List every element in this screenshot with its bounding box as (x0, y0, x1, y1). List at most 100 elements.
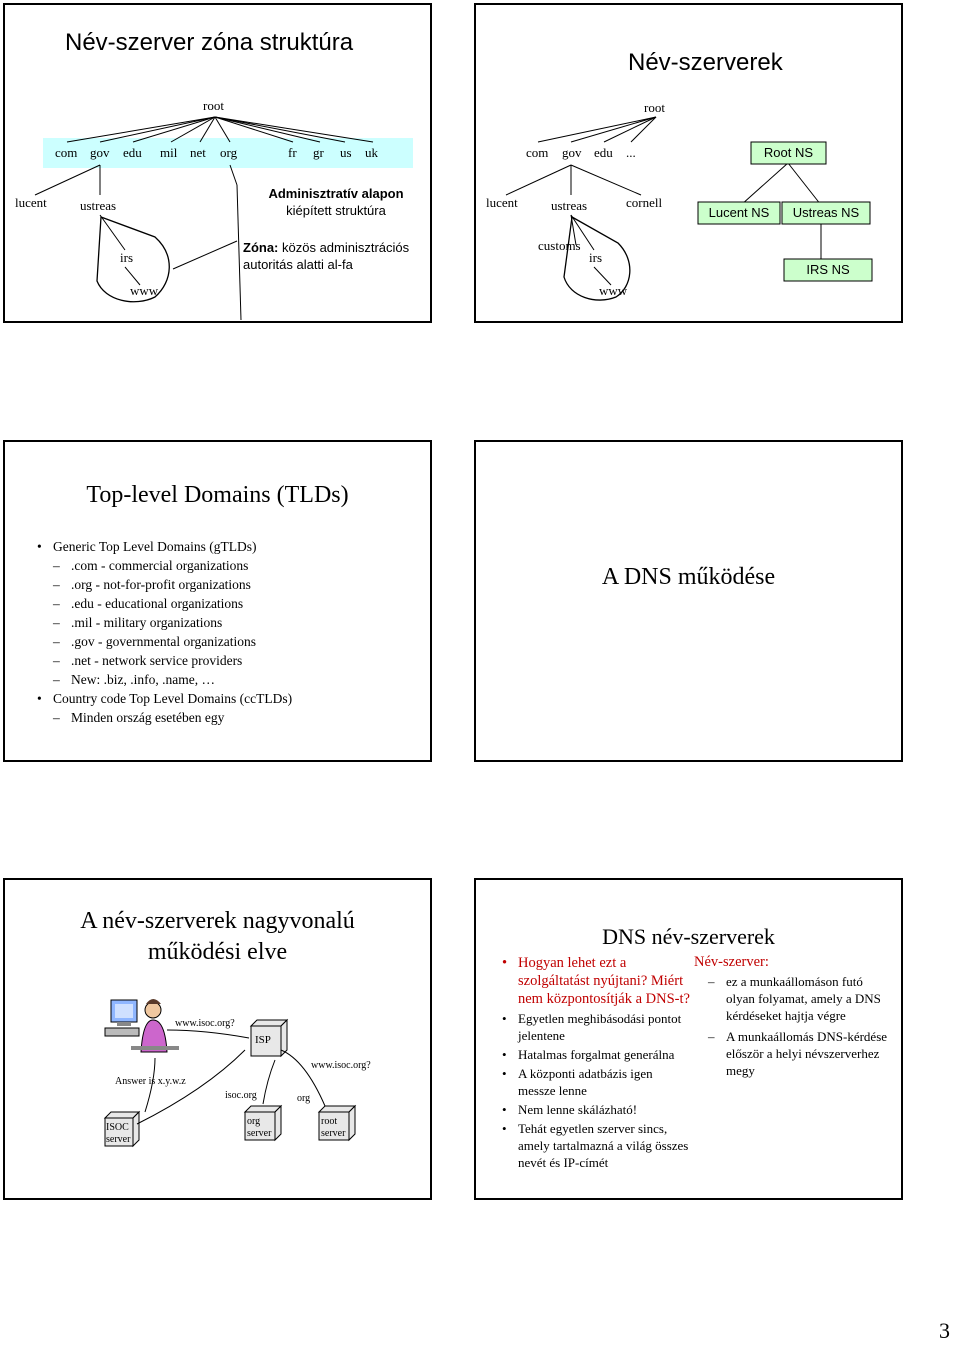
irs-ns-label: IRS NS (806, 262, 850, 277)
tld-uk: uk (365, 145, 378, 160)
lucent-ns-box (697, 201, 781, 225)
admin-note-bold: Adminisztratív alapon (268, 186, 404, 201)
tld-gov: gov (562, 145, 582, 160)
slide-title: Top-level Domains (TLDs) (86, 482, 349, 508)
isp-label: ISP (255, 1034, 271, 1046)
root-query-arrow (280, 1049, 326, 1107)
user-icon (131, 999, 179, 1053)
node-irs: irs (120, 250, 133, 265)
isoc-server-icon (103, 1110, 141, 1148)
slide-zone-structure: Név-szerver zóna struktúra root com gov … (3, 3, 432, 323)
left-bullet-list: Hogyan lehet ezt a szolgáltatást nyújtan… (502, 954, 692, 1173)
bullet-item: Country code Top Level Domains (ccTLDs) (37, 689, 292, 708)
tld-gr: gr (313, 145, 324, 160)
admin-note: Adminisztratív alapon kiépített struktúr… (241, 185, 430, 219)
bullet-item: .net - network service providers (37, 651, 292, 670)
tld-ellipsis: ... (626, 145, 636, 160)
org-server-icon (243, 1104, 283, 1142)
node-ustreas: ustreas (551, 198, 588, 213)
query-label-1: www.isoc.org? (175, 1018, 235, 1029)
node-lucent: lucent (486, 195, 518, 210)
zone-tree-lines (34, 116, 413, 321)
slide-ns-principle: A név-szerverek nagyvonalú működési elve (3, 878, 432, 1200)
zone-outline (96, 216, 170, 303)
dns-query-diagram (103, 999, 357, 1148)
slide-title: Név-szerverek (628, 49, 783, 76)
bullet-item: .mil - military organizations (37, 613, 292, 632)
computer-icon (104, 999, 140, 1037)
bullet-item: .edu - educational organizations (37, 594, 292, 613)
root-server-line1: root (321, 1116, 338, 1127)
bullet-item: A központi adatbázis igen messze lenne (502, 1065, 692, 1099)
ustreas-ns-box (781, 201, 871, 225)
node-lucent: lucent (15, 195, 47, 210)
zone-note-bold: Zóna: (243, 240, 279, 255)
bullet-item: Generic Top Level Domains (gTLDs) (37, 537, 292, 556)
org-query-arrow (262, 1059, 276, 1105)
bullet-item: Hatalmas forgalmat generálna (502, 1046, 692, 1063)
bullet-item: .com - commercial organizations (37, 556, 292, 575)
isp-box-icon (249, 1018, 289, 1058)
slide-name-servers: Név-szerverek root com gov edu ... lucen… (474, 3, 903, 323)
bullet-item: Nem lenne skálázható! (502, 1101, 692, 1118)
right-heading: Név-szerver: (694, 954, 769, 970)
tld-bullet-list: Generic Top Level Domains (gTLDs) .com -… (37, 537, 292, 727)
bullet-item: Egyetlen meghibásodási pontot jelentene (502, 1010, 692, 1044)
org-server-line1: org (247, 1116, 261, 1127)
tld-org: org (220, 145, 238, 160)
root-server-label: root server (321, 1116, 345, 1140)
zone-note: Zóna: közös adminisztrációs autoritás al… (243, 239, 409, 273)
slide-dns-operation: A DNS működése (474, 440, 903, 762)
page-number: 3 (939, 1318, 950, 1343)
slide-title: Név-szerver zóna struktúra (65, 29, 354, 56)
answer-arrow (144, 1057, 156, 1113)
ns-zone-outline (563, 215, 631, 301)
right-bullet-list: Név-szerver: ez a munkaállomáson futó ol… (694, 954, 894, 1083)
answer-label: Answer is x.y.w.z (115, 1076, 186, 1087)
query-arrow (166, 1029, 250, 1039)
root-ns-label: Root NS (763, 145, 814, 160)
node-cornell: cornell (626, 195, 663, 210)
org-server-line2: server (247, 1128, 272, 1139)
isoc-server-line1: ISOC (106, 1122, 129, 1133)
node-www: www (130, 283, 159, 298)
slide-title: A DNS működése (601, 564, 776, 590)
node-ustreas: ustreas (80, 198, 117, 213)
zone-note-rest1: közös adminisztrációs (278, 240, 410, 255)
org-label: org (297, 1093, 311, 1104)
tld-com: com (55, 145, 78, 160)
root-server-icon (317, 1104, 357, 1142)
root-label: root (644, 100, 665, 115)
admin-note-rest: kiépített struktúra (286, 203, 386, 218)
root-server-line2: server (321, 1128, 346, 1139)
node-customs: customs (538, 238, 581, 253)
slide-tlds: Top-level Domains (TLDs) Generic Top Lev… (3, 440, 432, 762)
tld-gov: gov (90, 145, 110, 160)
root-ns-box (750, 141, 827, 165)
slide-title: DNS név-szerverek (602, 924, 775, 949)
isoc-server-label: ISOC server (106, 1122, 130, 1146)
tld-edu: edu (594, 145, 613, 160)
bullet-item: Minden ország esetében egy (37, 708, 292, 727)
node-www: www (599, 283, 628, 298)
bullet-item: .gov - governmental organizations (37, 632, 292, 651)
org-server-label: org server (247, 1116, 271, 1140)
tld-mil: mil (160, 145, 178, 160)
tld-com: com (526, 145, 549, 160)
tld-net: net (190, 145, 206, 160)
root-label: root (203, 98, 224, 113)
bullet-item: New: .biz, .info, .name, … (37, 670, 292, 689)
tld-us: us (340, 145, 352, 160)
slide-title: A név-szerverek nagyvonalú működési elve (5, 906, 430, 968)
sub-bullet-item: A munkaállomás DNS-kérdése először a hel… (694, 1028, 894, 1079)
zone-note-rest2: autoritás alatti al-fa (243, 257, 353, 272)
node-irs: irs (589, 250, 602, 265)
irs-ns-box (783, 258, 873, 282)
slide-dns-name-servers: DNS név-szerverek Hogyan lehet ezt a szo… (474, 878, 903, 1200)
lucent-ns-label: Lucent NS (708, 205, 770, 220)
ustreas-ns-label: Ustreas NS (792, 205, 860, 220)
bullet-item: Tehát egyetlen szerver sincs, amely tart… (502, 1120, 692, 1171)
bullet-item: Hogyan lehet ezt a szolgáltatást nyújtan… (502, 954, 692, 1008)
tld-edu: edu (123, 145, 142, 160)
slide-title-line2: működési elve (147, 939, 288, 965)
